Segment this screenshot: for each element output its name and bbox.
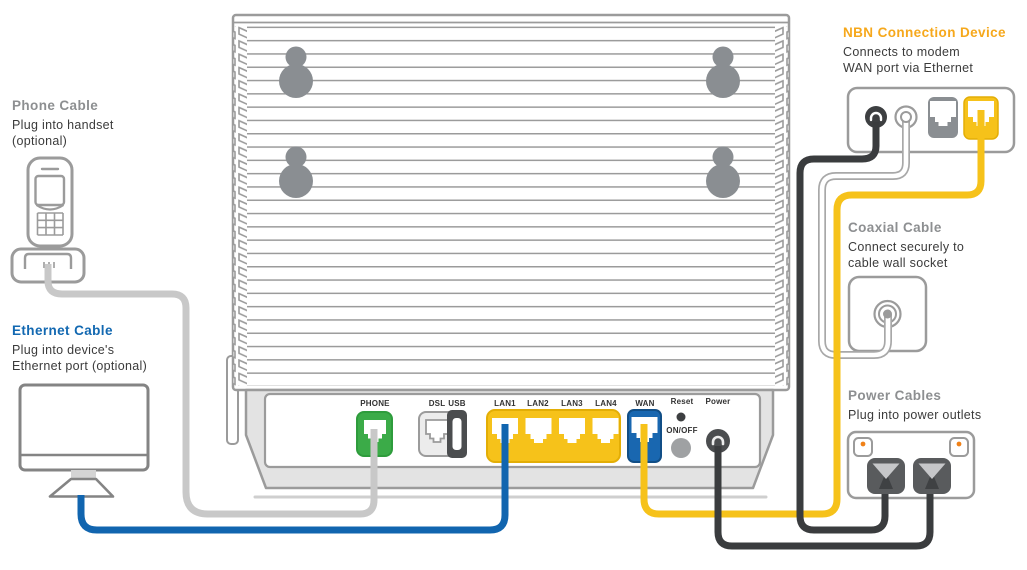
outlet-switch-right [949,437,969,457]
power-cables-note: Power Cables Plug into power outlets [848,387,981,423]
handset-screen [34,174,66,207]
power-plug-right [913,458,951,494]
nbn-power-port [865,106,887,128]
nbn-coax-port-pin [900,111,912,123]
wan-ethernet-cable-line [640,110,985,518]
keyhole-mount-slot [706,46,740,98]
port-label-lan1: LAN1 [494,399,516,408]
computer-illustration [18,383,150,498]
ethernet-cable-note: Ethernet Cable Plug into device's Ethern… [12,322,147,374]
monitor-neck [71,470,96,480]
lan-port-block [486,409,621,463]
nbn-power-cable-line [796,122,889,534]
handset [26,156,74,248]
usb-port-slot [452,418,462,450]
phone-cable-line [44,264,378,518]
ethernet-cable-title: Ethernet Cable [12,323,113,338]
ethernet-cable-desc-line1: Plug into device's [12,343,115,357]
nbn-ethernet-port [928,97,958,138]
nbn-device-desc-line1: Connects to modem [843,45,960,59]
modem-right-ridge-edge [775,26,789,386]
coaxial-cable-line [818,120,910,359]
phone-cable-desc-line1: Plug into handset [12,118,114,132]
port-label-phone: PHONE [360,399,390,408]
monitor-stand [48,477,115,498]
power-cables-desc-line1: Plug into power outlets [848,408,982,422]
power-cables-title: Power Cables [848,388,942,403]
coax-socket-pin [883,309,892,319]
modem-left-ridge-edge [233,26,247,386]
dsl-port-jack [425,419,449,443]
modem-power-cable-line [714,446,934,550]
phone-cable-title: Phone Cable [12,98,99,113]
port-label-onoff: ON/OFF [666,426,697,435]
nbn-device-desc-line2: WAN port via Ethernet [843,61,974,76]
power-plug-left [867,458,905,494]
ethernet-cable-desc-line2: Ethernet port (optional) [12,359,148,374]
coaxial-cable-title: Coaxial Cable [848,220,942,235]
cables [44,110,985,550]
nbn-device-note: NBN Connection Device Connects to modem … [843,24,1006,76]
ethernet-cable-line [77,424,509,534]
handset-keypad [36,212,64,236]
phone-illustration [10,156,86,284]
port-label-power: Power [705,397,730,406]
power-port [706,429,730,453]
usb-port [447,410,467,458]
switch-indicator-dot [956,441,962,447]
port-label-reset: Reset [671,397,694,406]
monitor-screen [18,383,150,472]
phone-cable-desc-line2: (optional) [12,134,68,149]
coaxial-cable-note: Coaxial Cable Connect securely to cable … [848,219,964,271]
port-label-usb: USB [448,399,466,408]
reset-button [676,412,686,422]
port-label-lan2: LAN2 [527,399,549,408]
phone-cable-note: Phone Cable Plug into handset (optional) [12,97,114,149]
keyhole-mount-slots [279,46,740,198]
keyhole-mount-slot [279,46,313,98]
port-label-lan3: LAN3 [561,399,583,408]
switch-indicator-dot [860,441,866,447]
coaxial-cable-desc-line1: Connect securely to [848,240,965,254]
port-label-wan: WAN [635,399,654,408]
modem-back-panel: PHONE DSL USB LAN1 LAN2 LAN3 LAN4 WAN Re… [226,13,791,499]
modem-vent-ridges [247,26,775,386]
port-label-dsl: DSL [429,399,446,408]
keyhole-mount-slot [706,146,740,198]
outlet-switch-left [853,437,873,457]
onoff-button [671,438,691,458]
port-label-lan4: LAN4 [595,399,617,408]
coaxial-cable-desc-line2: cable wall socket [848,256,948,271]
nbn-device-panel [846,86,1016,154]
keyhole-mount-slot [279,146,313,198]
nbn-device-title: NBN Connection Device [843,25,1006,40]
power-outlet [846,430,976,500]
